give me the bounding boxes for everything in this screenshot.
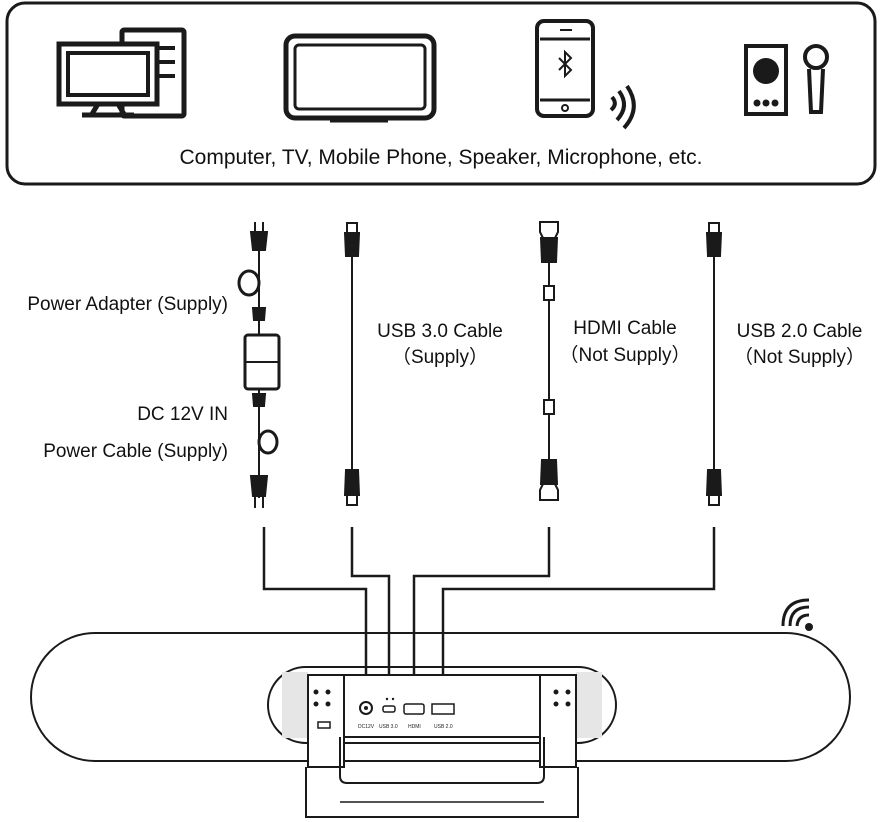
- usb3-port: [382, 705, 396, 713]
- usb2-port: [431, 703, 455, 715]
- port-panel: [359, 697, 455, 715]
- usb2-cable-sublabel: （Not Supply）: [734, 347, 865, 368]
- speaker-microphone-icon: [744, 44, 829, 116]
- power-adapter-cable: [237, 222, 281, 508]
- power-cable-label: Power Cable (Supply): [43, 441, 228, 462]
- routing-lines: [262, 527, 716, 690]
- usb2-port-label: USB 2.0: [434, 724, 453, 730]
- dc-port-label: DC12V: [358, 724, 375, 730]
- hdmi-cable-sublabel: （Not Supply）: [559, 345, 691, 366]
- usb2-cable: [705, 222, 723, 506]
- devices-panel: [5, 1, 877, 186]
- mobile-phone-bluetooth-icon: [535, 19, 636, 130]
- devices-caption: Computer, TV, Mobile Phone, Speaker, Mic…: [179, 146, 703, 169]
- usb3-cable: [343, 222, 361, 506]
- usb3-cable-label: USB 3.0 Cable: [377, 321, 503, 342]
- computer-icon: [56, 27, 187, 119]
- dc-port: [359, 701, 373, 715]
- usb3-port-label: USB 3.0: [379, 724, 398, 730]
- usb3-cable-sublabel: （Supply）: [391, 347, 489, 368]
- hdmi-port-label: HDMI: [408, 724, 421, 730]
- tv-icon: [283, 33, 437, 123]
- hdmi-cable: [539, 221, 559, 501]
- power-adapter-label: Power Adapter (Supply): [27, 294, 228, 315]
- hdmi-port: [403, 703, 425, 715]
- wireless-icon: [781, 598, 813, 631]
- hdmi-cable-label: HDMI Cable: [573, 318, 677, 339]
- usb2-cable-label: USB 2.0 Cable: [736, 321, 863, 342]
- video-bar: [30, 632, 851, 818]
- dc-in-label: DC 12V IN: [137, 404, 228, 425]
